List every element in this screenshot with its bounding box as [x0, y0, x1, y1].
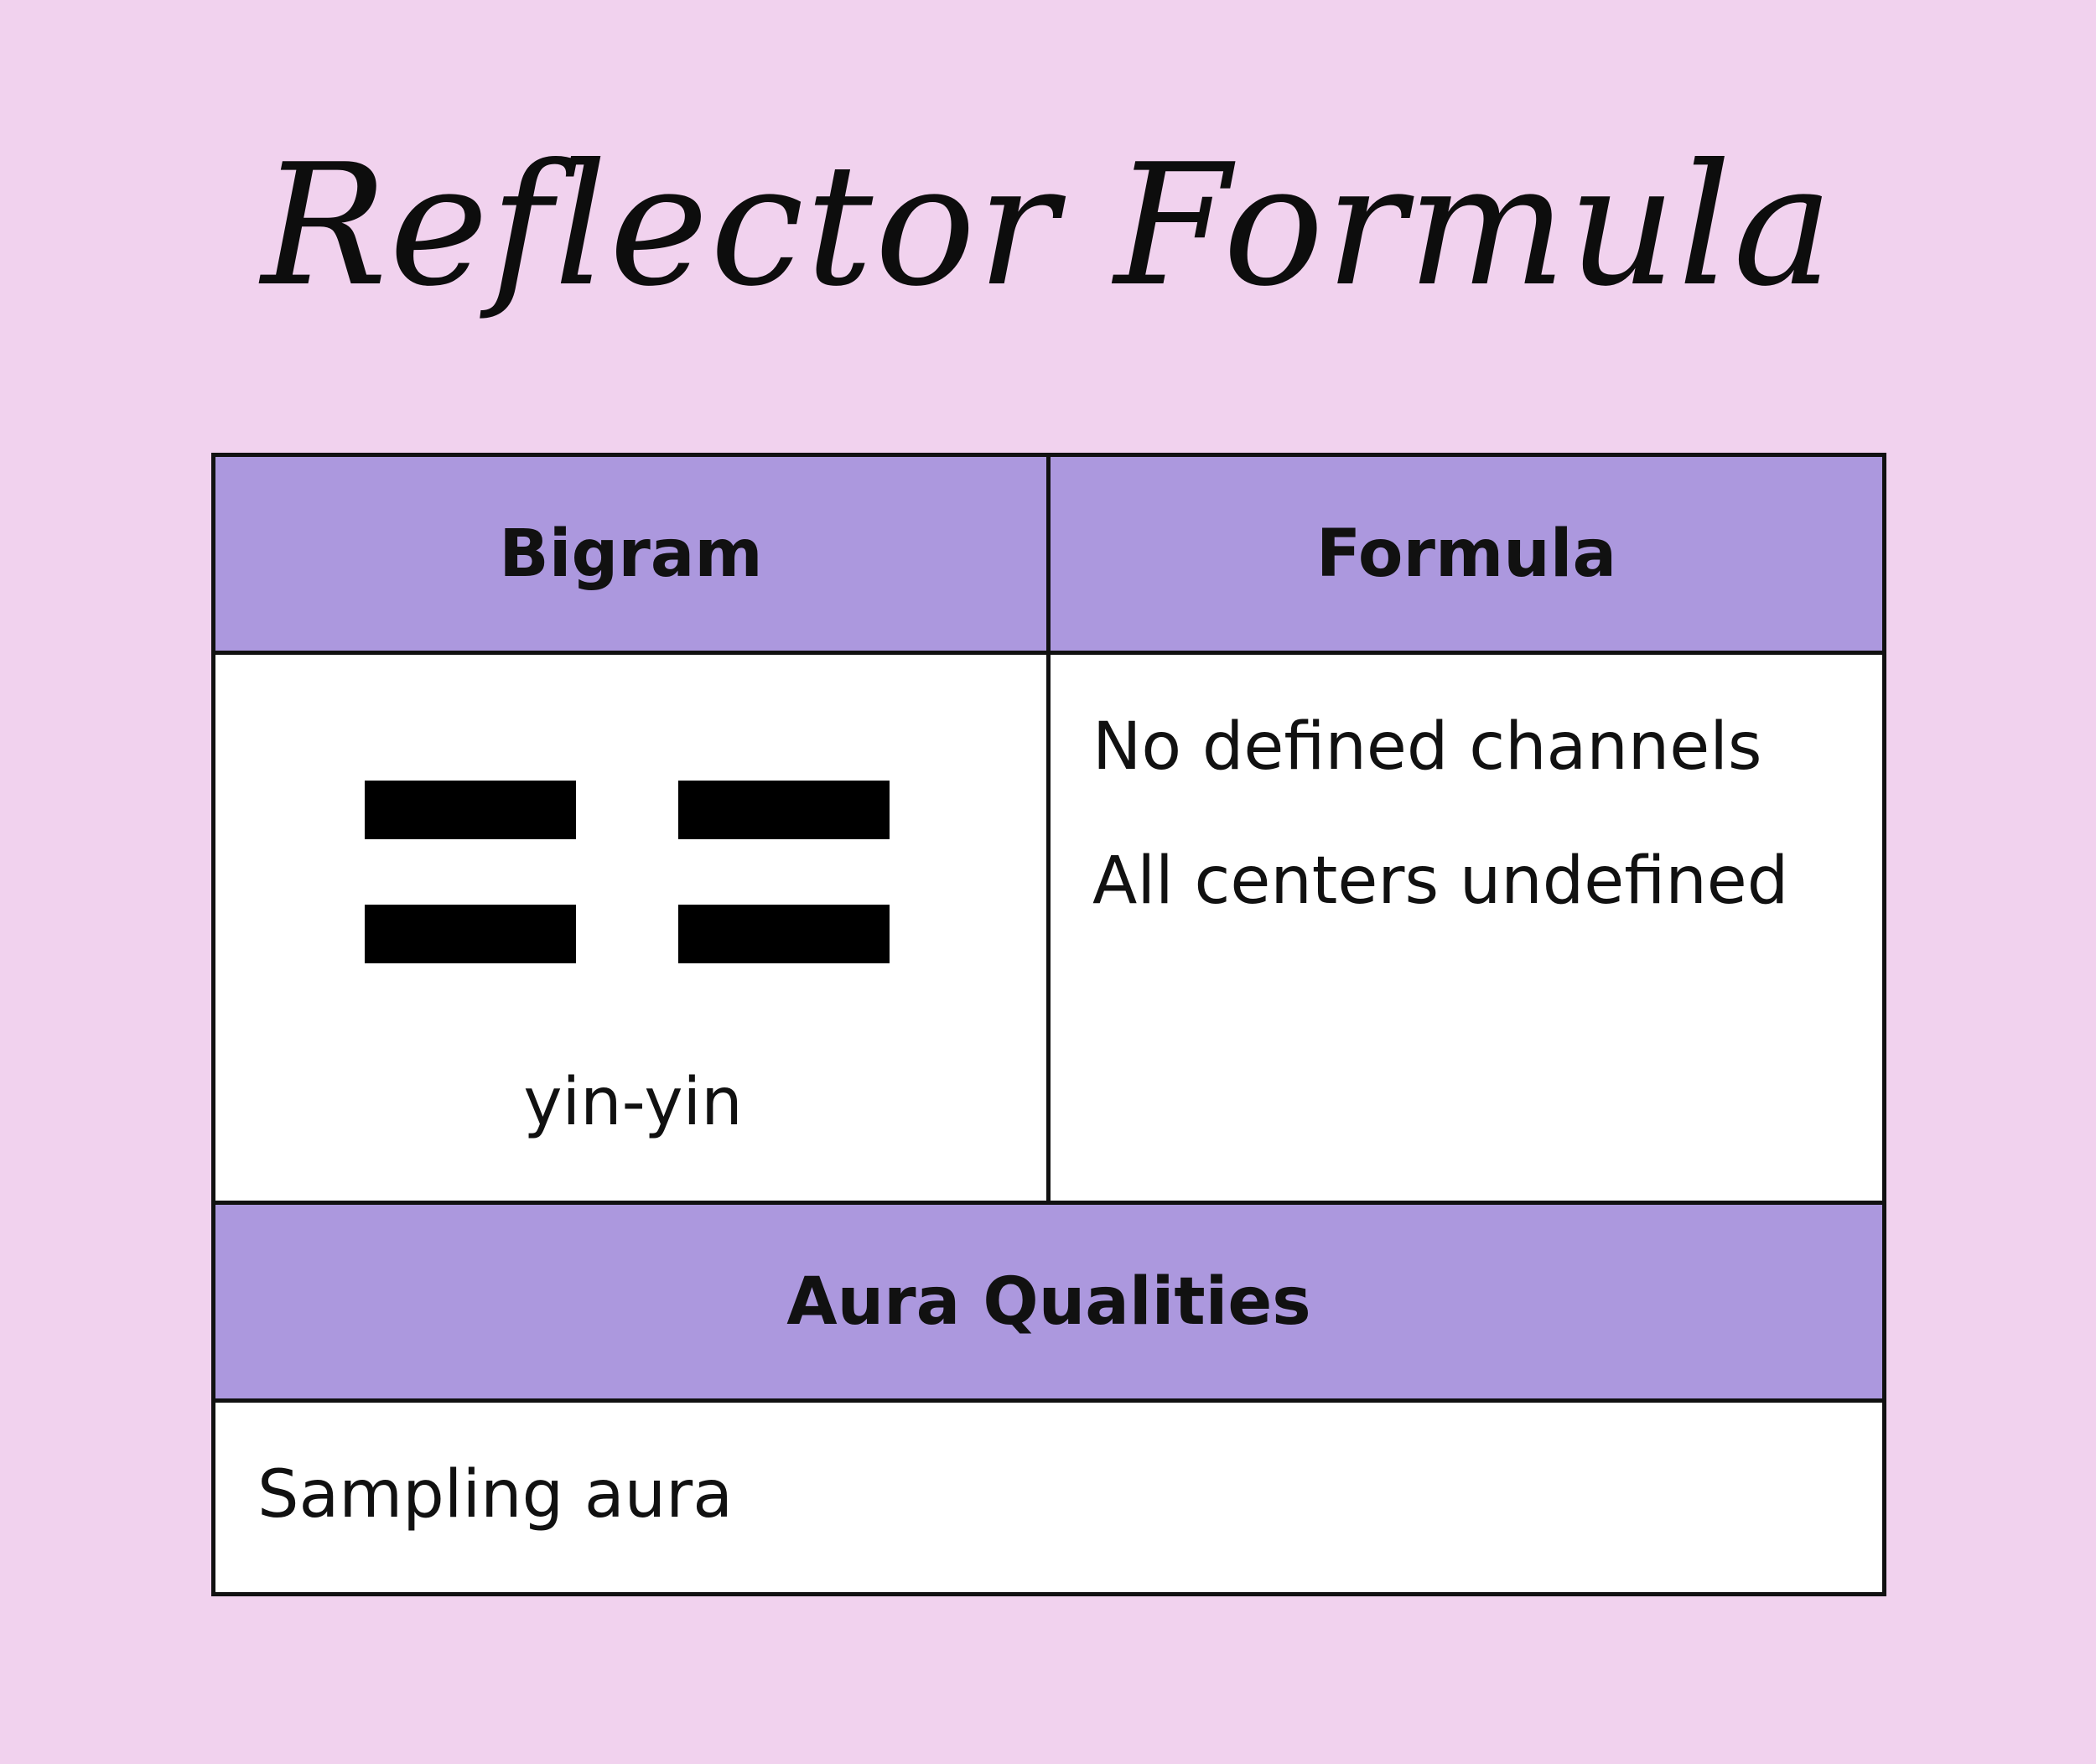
- header-aura-qualities: Aura Qualities: [215, 1205, 1882, 1403]
- aura-text: Sampling aura: [257, 1457, 733, 1533]
- page-title: Reflector Formula: [261, 128, 1835, 324]
- formula-cell: No defined channels All centers undefine…: [1051, 655, 1882, 1205]
- formula-line-1: No defined channels: [1092, 709, 1762, 785]
- yin-bar-bottom-right: [678, 905, 890, 963]
- header-formula: Formula: [1051, 457, 1882, 655]
- yin-bar-bottom-left: [365, 905, 576, 963]
- aura-cell: Sampling aura: [215, 1403, 1882, 1592]
- header-bigram: Bigram: [215, 457, 1051, 655]
- bigram-label: yin-yin: [523, 1065, 743, 1140]
- reflector-table: Bigram Formula yin-yin No defined channe…: [211, 453, 1886, 1596]
- bigram-cell: yin-yin: [215, 655, 1051, 1205]
- yin-bar-top-right: [678, 781, 890, 839]
- yin-bar-top-left: [365, 781, 576, 839]
- formula-line-2: All centers undefined: [1092, 843, 1789, 919]
